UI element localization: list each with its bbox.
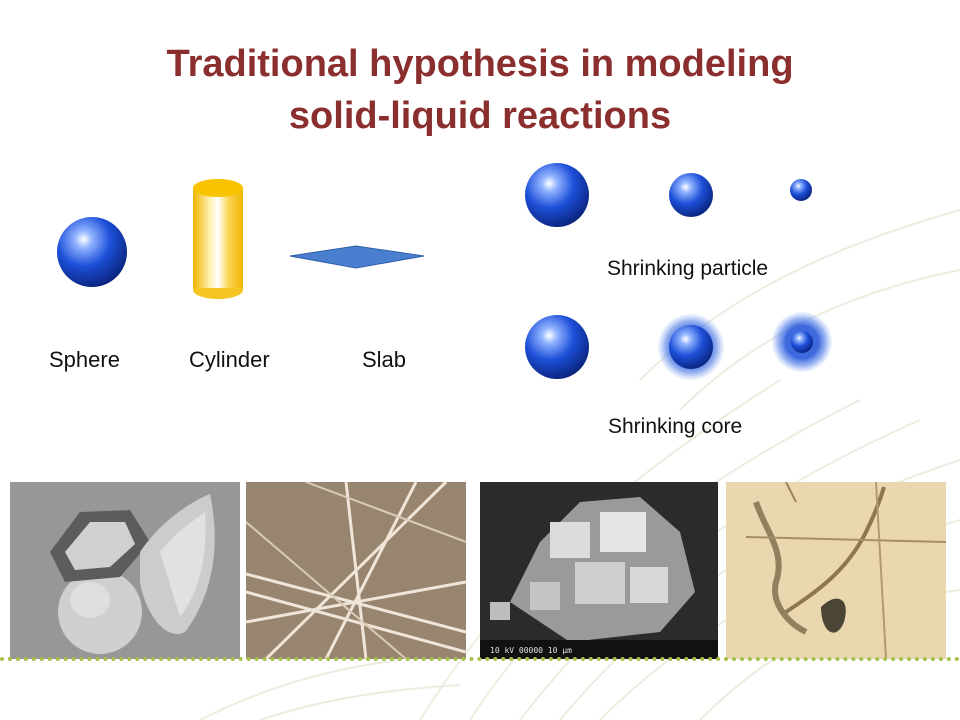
micrograph-crystals: 10 kV 00000 10 µm — [480, 482, 718, 659]
cylinder-shape — [193, 179, 243, 299]
shrinking-particle-medium — [669, 173, 713, 217]
slide-title: Traditional hypothesis in modeling solid… — [0, 38, 960, 142]
shrinking-core-small — [772, 312, 832, 372]
sphere-shape — [57, 217, 127, 287]
micrograph-particles — [10, 482, 240, 659]
micrograph-caption: 10 kV 00000 10 µm — [490, 646, 572, 655]
cylinder-label: Cylinder — [189, 347, 270, 372]
shrinking-core-full — [525, 315, 589, 379]
title-line-1: Traditional hypothesis in modeling — [166, 43, 794, 85]
title-line-2: solid-liquid reactions — [288, 95, 672, 137]
shrinking-core-medium — [658, 314, 724, 380]
slab-shape — [289, 245, 425, 269]
micrograph-optical — [726, 482, 946, 659]
footer-dotted-line — [0, 657, 960, 661]
micrograph-needles — [246, 482, 466, 659]
shrinking-particle-label: Shrinking particle — [607, 257, 769, 280]
shrinking-particle-large — [525, 163, 589, 227]
shrinking-core-label: Shrinking core — [608, 415, 743, 438]
sphere-label: Sphere — [49, 347, 120, 372]
slab-label: Slab — [362, 347, 407, 372]
shrinking-particle-small — [790, 179, 812, 201]
